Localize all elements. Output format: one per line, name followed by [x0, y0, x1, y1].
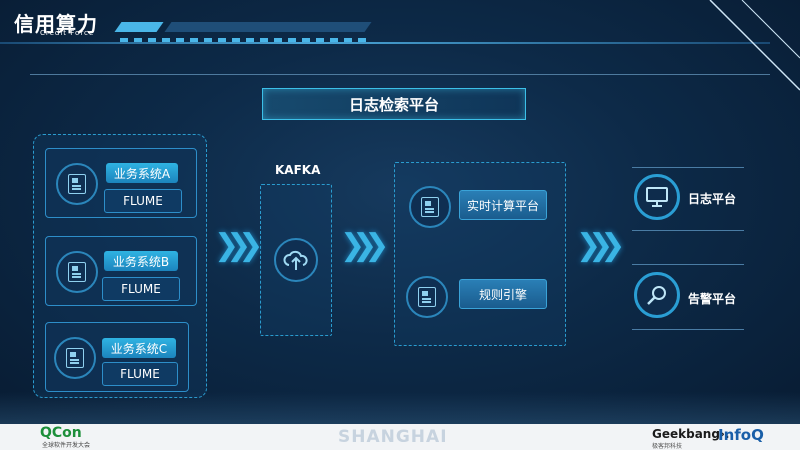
- magnifier-icon-graphic: [647, 286, 666, 305]
- corner-decoration: [709, 0, 800, 91]
- document-icon: [68, 262, 86, 282]
- header-stripe: [164, 22, 372, 32]
- document-icon-circle: [54, 337, 96, 379]
- divider-line: [30, 74, 770, 75]
- separator: [632, 264, 744, 265]
- chevron-right-icon: ❯❯❯: [214, 228, 264, 263]
- separator: [632, 329, 744, 330]
- source-agent-label: FLUME: [102, 362, 178, 386]
- source-system-label: 业务系统B: [104, 251, 178, 271]
- chevron-right-icon: ❯❯❯: [576, 228, 626, 263]
- event-city: SHANGHAI: [338, 427, 448, 447]
- magnifier-icon: [634, 272, 680, 318]
- monitor-icon: [634, 174, 680, 220]
- source-system-label: 业务系统C: [102, 338, 176, 358]
- geekbang-logo-subtitle: 极客邦科技: [652, 443, 683, 450]
- footer: QCon 全球软件开发大会 SHANGHAI Geekbang›. 极客邦科技 …: [0, 424, 800, 450]
- brand-logo-subtitle: Credit Force: [40, 29, 95, 37]
- alert-platform-label: 告警平台: [688, 292, 737, 306]
- header-dashes: [120, 38, 370, 42]
- document-icon-circle: [406, 276, 448, 318]
- log-platform-label: 日志平台: [688, 192, 737, 206]
- document-icon-circle: [409, 186, 451, 228]
- document-icon: [68, 174, 86, 194]
- infoq-logo: InfoQ: [718, 426, 764, 444]
- separator: [632, 167, 744, 168]
- cloud-upload-icon-graphic: [283, 250, 308, 270]
- header-bar: [0, 42, 770, 44]
- separator: [632, 230, 744, 231]
- slide: 信用算力 Credit Force 日志检索平台 业务系统A FLUME 业务系…: [0, 0, 800, 424]
- document-icon-circle: [56, 251, 98, 293]
- brand-logo-title: 信用算力: [14, 12, 98, 36]
- realtime-compute-platform: 实时计算平台: [459, 190, 547, 220]
- document-icon: [66, 348, 84, 368]
- bottom-band: [0, 392, 800, 424]
- source-agent-label: FLUME: [104, 189, 182, 213]
- geekbang-logo: Geekbang›.: [652, 427, 730, 441]
- qcon-logo: QCon: [40, 425, 82, 441]
- document-icon-circle: [56, 163, 98, 205]
- cloud-upload-icon: [274, 238, 318, 282]
- document-icon: [421, 197, 439, 217]
- document-icon: [418, 287, 436, 307]
- rule-engine: 规则引擎: [459, 279, 547, 309]
- monitor-icon-graphic: [646, 187, 668, 207]
- header-stripe: [114, 22, 164, 32]
- chevron-right-icon: ❯❯❯: [340, 228, 390, 263]
- source-agent-label: FLUME: [102, 277, 180, 301]
- diagram-title: 日志检索平台: [262, 88, 526, 120]
- kafka-label: KAFKA: [275, 163, 321, 177]
- source-system-label: 业务系统A: [106, 163, 178, 183]
- qcon-logo-subtitle: 全球软件开发大会: [42, 442, 91, 449]
